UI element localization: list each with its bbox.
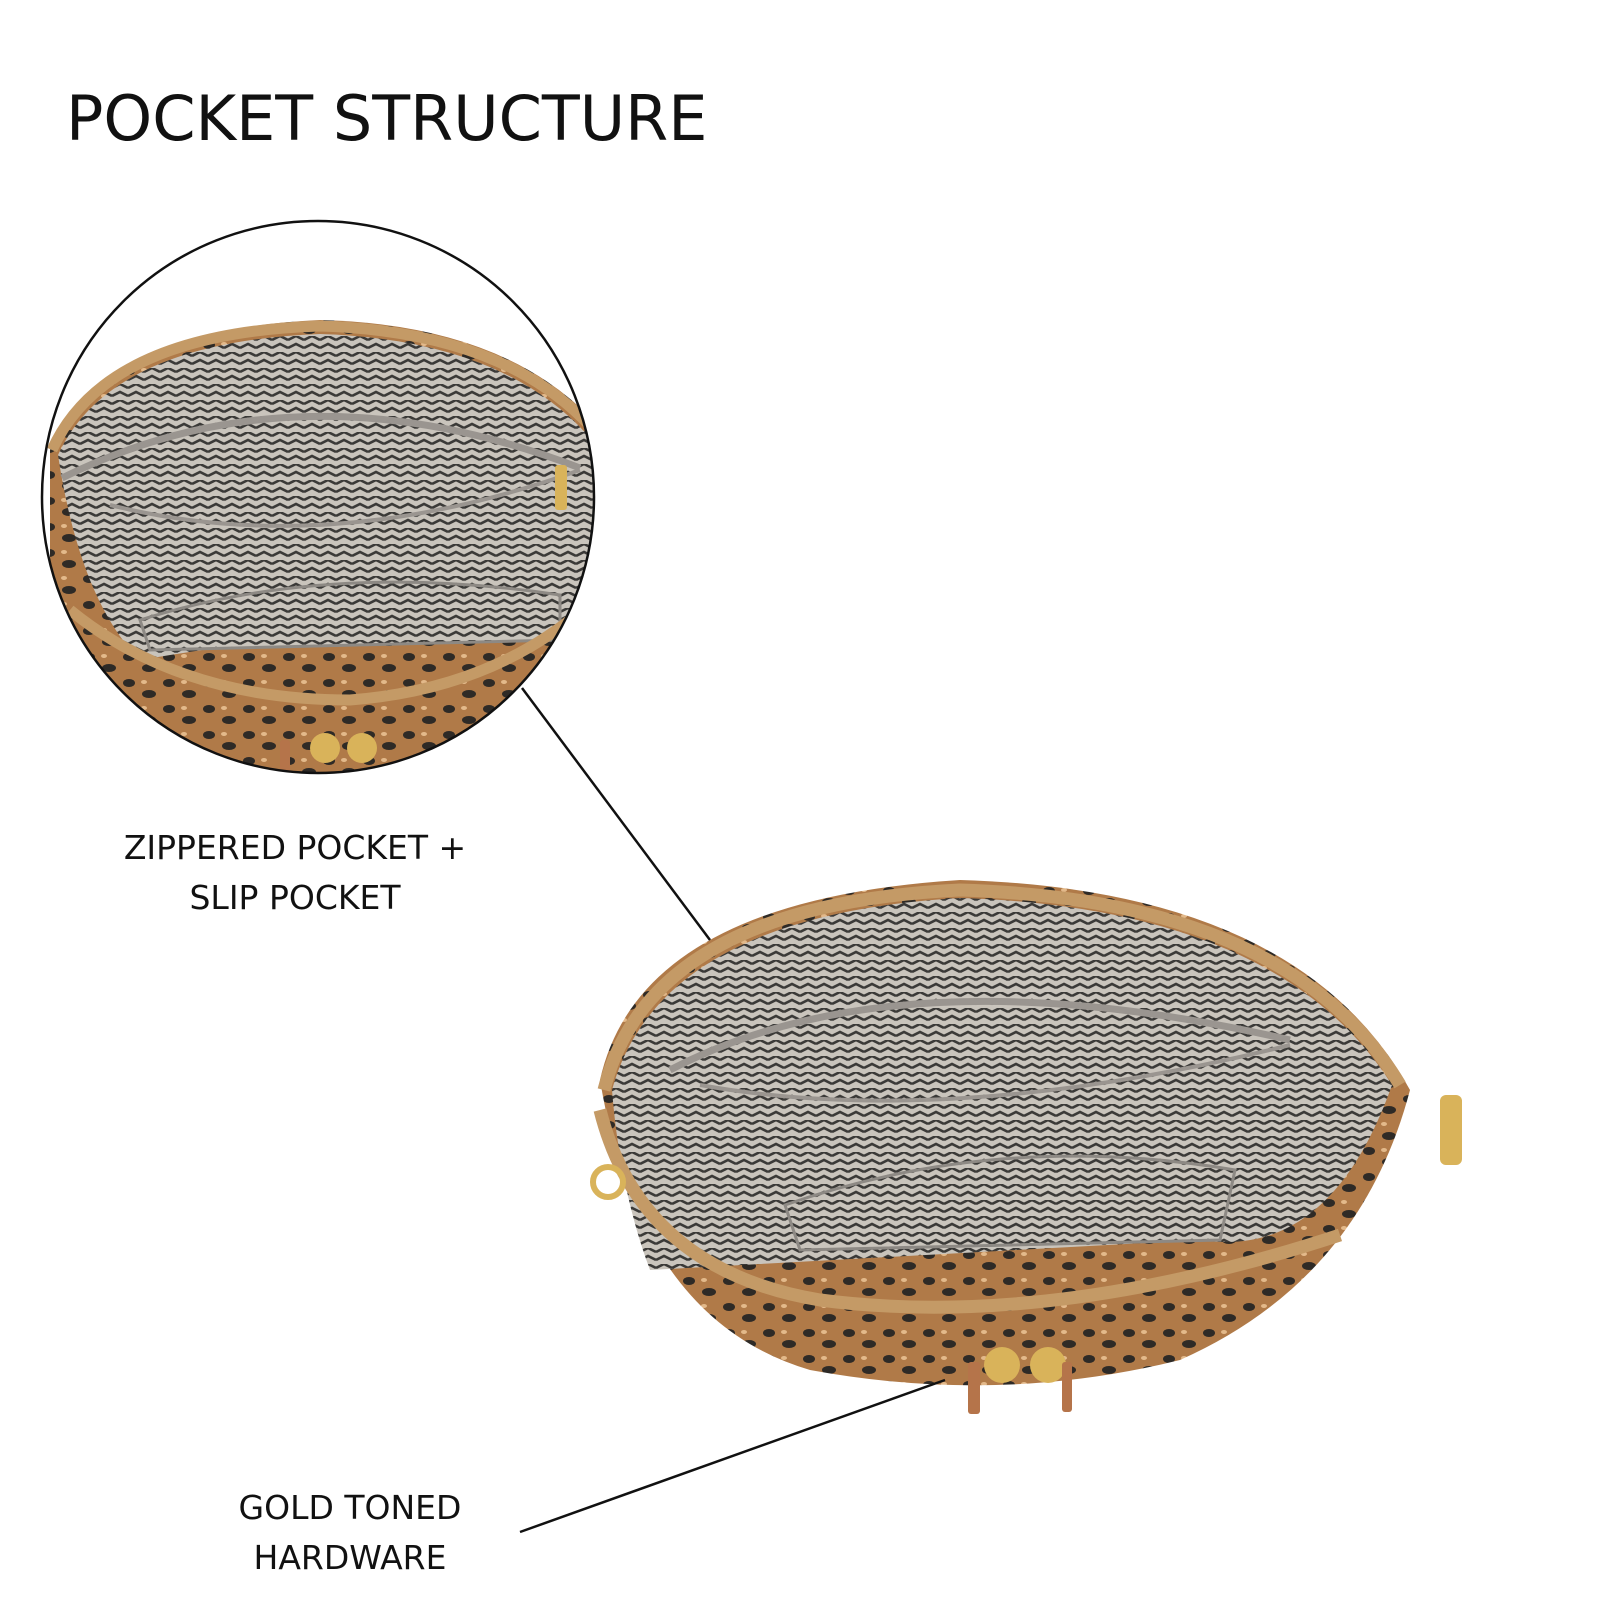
pocket-callout-line-2: SLIP POCKET <box>189 878 401 917</box>
hardware-callout-label: GOLD TONED HARDWARE <box>150 1483 550 1583</box>
slip-pocket-edge <box>783 1154 1237 1252</box>
main-bag <box>590 880 1462 1414</box>
d-ring-left <box>590 1164 626 1200</box>
bag-rim-zipper <box>597 883 1406 1092</box>
zoom-circle-outline <box>40 219 596 775</box>
hardware-callout-line <box>519 1378 946 1534</box>
zoom-detail-circle <box>40 219 596 775</box>
gold-hardware-pulls <box>968 1347 1072 1414</box>
page-title: POCKET STRUCTURE <box>66 82 708 155</box>
pocket-callout-line-1: ZIPPERED POCKET + <box>123 828 467 867</box>
zippered-pocket-seam <box>668 997 1291 1074</box>
hardware-callout-line-1: GOLD TONED <box>238 1488 462 1527</box>
side-zipper-pull <box>1440 1095 1462 1165</box>
bag-front-zipper <box>593 1108 1343 1314</box>
pocket-callout-label: ZIPPERED POCKET + SLIP POCKET <box>60 823 530 923</box>
hardware-callout-line-2: HARDWARE <box>253 1538 447 1577</box>
pocket-callout-line <box>520 687 712 941</box>
